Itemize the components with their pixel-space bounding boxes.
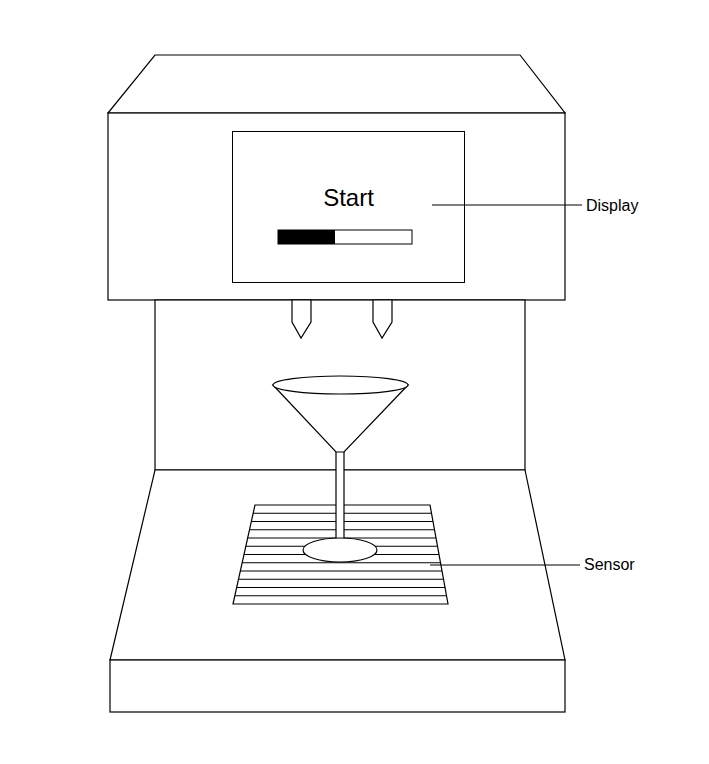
machine-head bbox=[108, 113, 565, 300]
machine-column bbox=[155, 300, 525, 470]
glass-bowl bbox=[273, 385, 408, 452]
machine-plinth bbox=[110, 660, 565, 712]
display-screen: Start bbox=[232, 131, 465, 283]
progress-bar bbox=[278, 230, 412, 244]
leader-line bbox=[432, 205, 582, 206]
leader-line bbox=[430, 565, 580, 566]
nozzle bbox=[373, 300, 392, 338]
glass-rim bbox=[273, 376, 408, 394]
part-label: Display bbox=[586, 197, 638, 215]
grid-line bbox=[235, 595, 447, 596]
part-label: Sensor bbox=[584, 556, 635, 574]
grid-line bbox=[240, 571, 442, 572]
grid-line bbox=[239, 579, 444, 580]
glass-stem bbox=[336, 450, 344, 546]
screen-text: Start bbox=[233, 184, 464, 212]
glass-foot bbox=[303, 538, 377, 562]
grid-line bbox=[237, 587, 445, 588]
machine-roof bbox=[108, 55, 565, 113]
nozzle bbox=[292, 300, 311, 338]
